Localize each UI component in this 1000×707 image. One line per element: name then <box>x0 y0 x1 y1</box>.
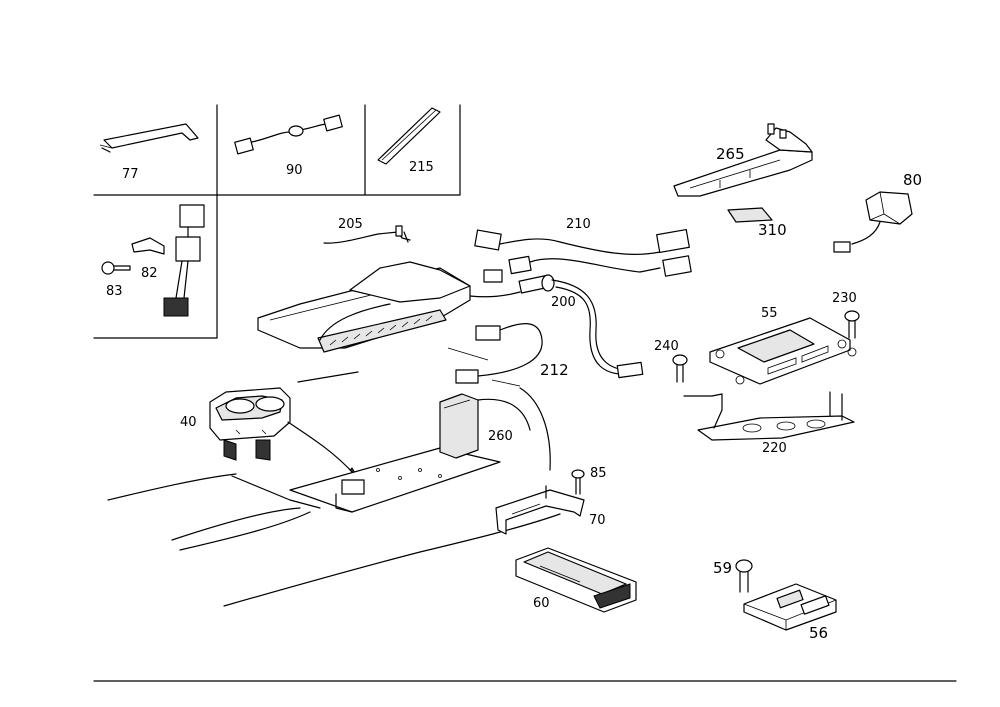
part-265-tray[interactable] <box>673 123 813 197</box>
inset-frame <box>93 104 461 339</box>
label-310: 310 <box>758 221 787 239</box>
part-70-bracket[interactable] <box>495 485 585 535</box>
part-90-cable[interactable] <box>234 114 343 155</box>
part-56-module[interactable] <box>743 583 837 631</box>
label-215: 215 <box>409 160 434 175</box>
part-215-strip[interactable] <box>377 107 441 165</box>
label-200: 200 <box>551 295 576 310</box>
label-265: 265 <box>716 145 745 163</box>
label-82: 82 <box>141 266 158 281</box>
label-212: 212 <box>540 361 569 379</box>
part-220-bracket[interactable] <box>683 391 855 441</box>
label-56: 56 <box>809 624 828 642</box>
label-205: 205 <box>338 217 363 232</box>
label-220: 220 <box>762 441 787 456</box>
part-240-screw[interactable] <box>672 354 688 383</box>
label-90: 90 <box>286 163 303 178</box>
part-80-relay[interactable] <box>833 191 913 253</box>
part-40-window-switch[interactable] <box>209 387 291 461</box>
label-77: 77 <box>122 167 139 182</box>
label-83: 83 <box>106 284 123 299</box>
part-60-module[interactable] <box>515 547 637 613</box>
part-310-pad[interactable] <box>727 207 773 223</box>
part-205-bracket[interactable] <box>323 225 411 244</box>
pointer-arrow <box>287 421 355 475</box>
part-82-switch-assembly[interactable] <box>131 204 205 317</box>
part-59-screw[interactable] <box>735 559 753 593</box>
part-230-screw[interactable] <box>844 310 860 339</box>
part-260-cover[interactable] <box>439 387 551 471</box>
label-55: 55 <box>761 306 778 321</box>
label-80: 80 <box>903 171 922 189</box>
label-230: 230 <box>832 291 857 306</box>
floor-panel[interactable] <box>289 447 501 513</box>
part-210-harness[interactable] <box>474 228 692 283</box>
part-77-bracket[interactable] <box>99 123 199 153</box>
label-85: 85 <box>590 466 607 481</box>
part-212-cable[interactable] <box>455 323 543 384</box>
label-59: 59 <box>713 559 732 577</box>
label-210: 210 <box>566 217 591 232</box>
part-200-cable[interactable] <box>518 274 644 379</box>
part-55-control-unit[interactable] <box>709 317 857 385</box>
console-floor <box>107 347 561 607</box>
label-240: 240 <box>654 339 679 354</box>
label-70: 70 <box>589 513 606 528</box>
label-40: 40 <box>180 415 197 430</box>
label-60: 60 <box>533 596 550 611</box>
label-260: 260 <box>488 429 513 444</box>
main-harness-tray[interactable] <box>257 261 521 353</box>
part-85-screw[interactable] <box>571 469 585 495</box>
part-83-screw[interactable] <box>101 261 131 275</box>
